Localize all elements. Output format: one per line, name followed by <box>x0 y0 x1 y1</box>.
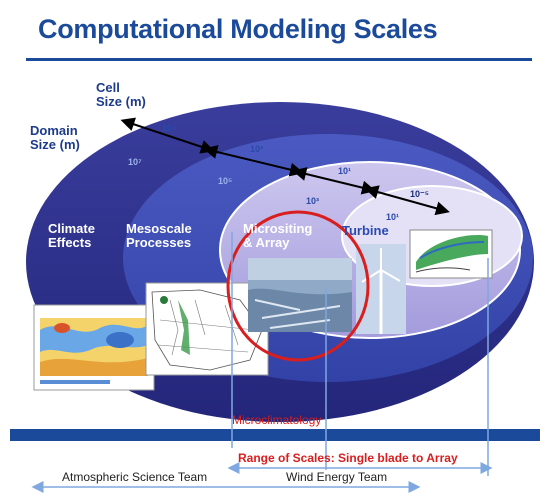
domain-scale-label: 10¹ <box>386 212 400 222</box>
double-arrow-icon <box>292 167 376 195</box>
blade-simulation-thumbnail <box>409 229 493 279</box>
domain-scale-label: 10³ <box>306 196 320 206</box>
region-label-climate: Climate Effects <box>48 222 95 250</box>
us-map-thumbnail <box>145 282 269 376</box>
domain-scale-label: 10⁷ <box>128 157 142 167</box>
double-arrow-icon <box>120 117 215 154</box>
double-arrow-icon <box>203 145 304 177</box>
region-label-line: Micrositing <box>243 221 313 236</box>
domain-size-label-line: Size (m) <box>30 137 80 152</box>
double-arrow-icon <box>364 185 450 216</box>
wind-energy-team-caption: Wind Energy Team <box>286 470 388 484</box>
atmospheric-team-caption: Atmospheric Science Team <box>62 470 208 484</box>
domain-size-label: Domain Size (m) <box>30 124 80 152</box>
cell-size-label: Cell Size (m) <box>96 81 146 109</box>
region-label-line: Effects <box>48 235 92 250</box>
micrositing-highlight-circle <box>226 210 370 362</box>
region-label-micrositing: Micrositing & Array <box>243 222 312 250</box>
region-label-line: Turbine <box>342 223 389 238</box>
title-rule <box>26 58 532 61</box>
cell-scale-label: 10¹ <box>338 166 352 176</box>
range-of-scales-caption: Range of Scales: Single blade to Array <box>238 451 458 465</box>
region-label-line: Climate <box>48 221 95 236</box>
domain-scale-label: 10⁵ <box>218 176 233 186</box>
region-label-mesoscale: Mesoscale Processes <box>126 222 192 250</box>
region-label-line: Mesoscale <box>126 221 192 236</box>
domain-size-label-line: Domain <box>30 123 78 138</box>
region-label-turbine: Turbine <box>342 224 389 238</box>
wind-farm-photo <box>248 258 352 332</box>
cell-scale-label: 10⁻⁵ <box>410 189 429 199</box>
region-label-line: & Array <box>243 235 290 250</box>
region-label-line: Processes <box>126 235 192 250</box>
slide-title: Computational Modeling Scales <box>38 14 438 44</box>
footer-bar <box>10 429 540 441</box>
cell-size-label-line: Cell <box>96 80 120 95</box>
cell-scale-label: 10³ <box>250 144 264 154</box>
cell-size-label-line: Size (m) <box>96 94 146 109</box>
weather-map-thumbnail <box>33 304 155 391</box>
microclimatology-label: Microclimatology <box>232 413 322 427</box>
cell-scale-label: 10⁴ <box>162 123 177 133</box>
